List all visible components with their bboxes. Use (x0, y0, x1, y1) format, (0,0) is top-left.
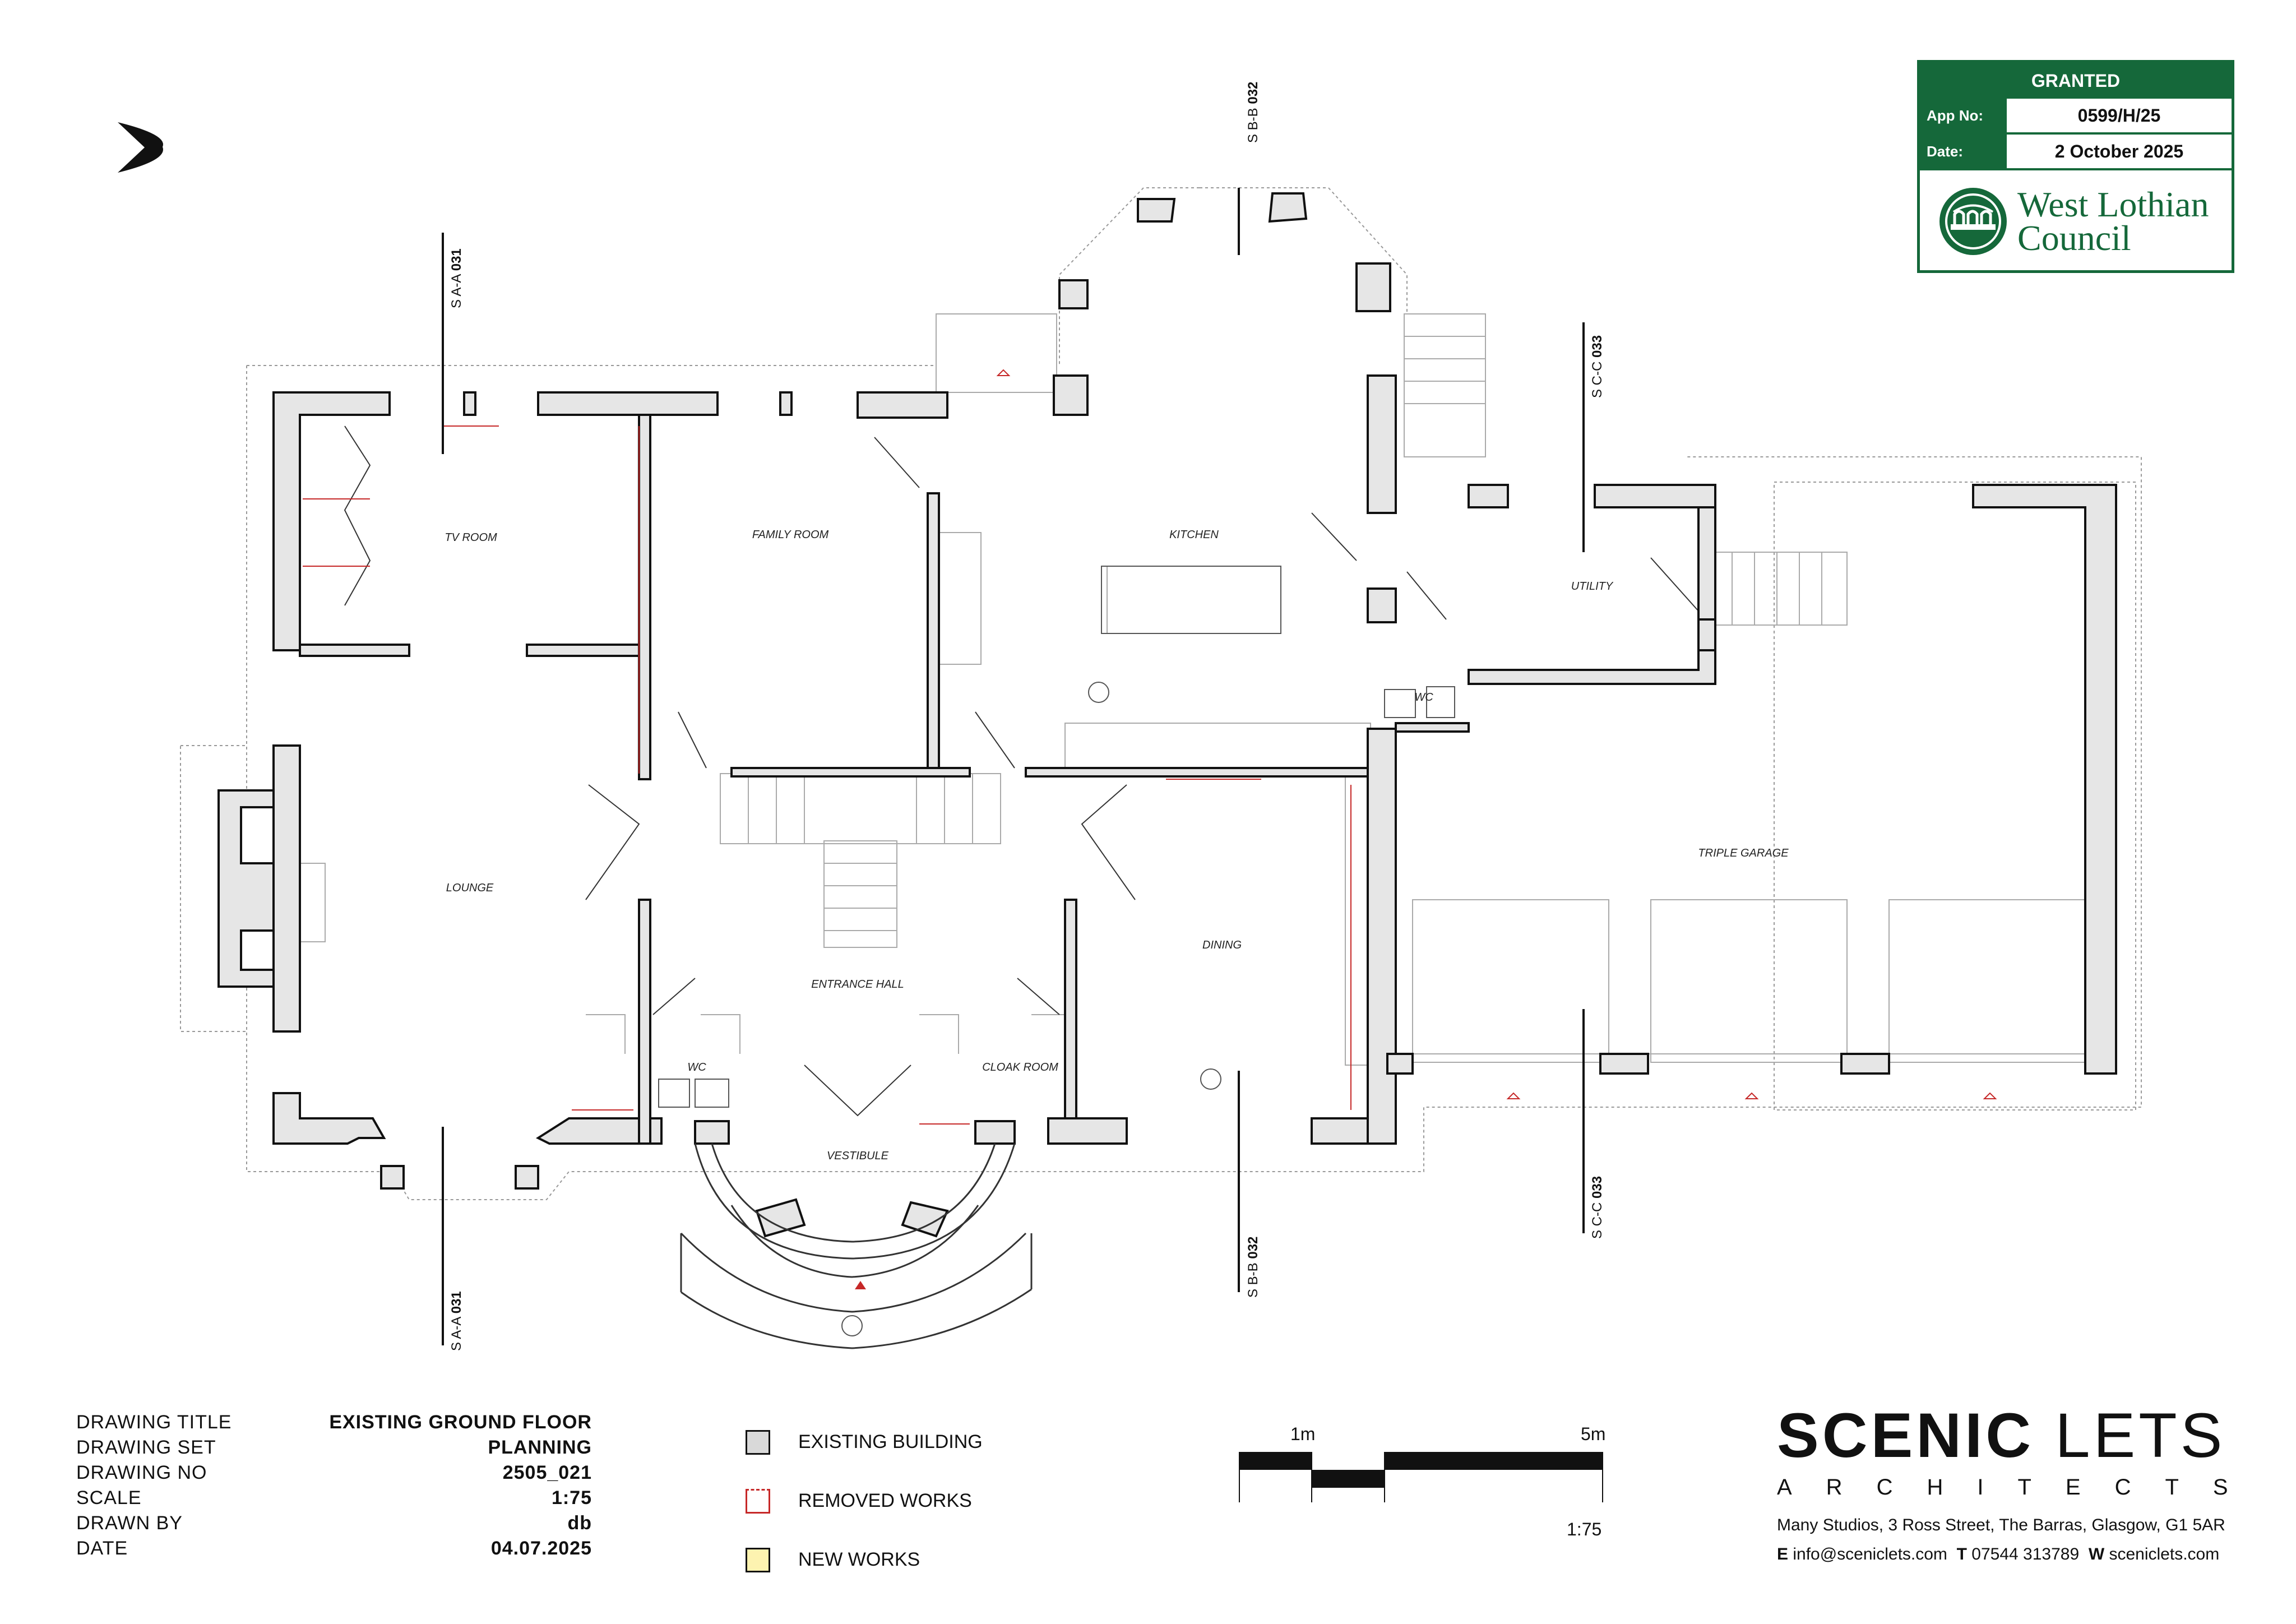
legend: EXISTING BUILDING REMOVED WORKS NEW WORK… (746, 1413, 983, 1589)
title-row-value: EXISTING GROUND FLOOR (329, 1412, 592, 1433)
stamp-app-no-row: App No: 0599/H/25 (1920, 99, 2232, 135)
title-row: SCALE 1:75 (76, 1487, 592, 1512)
legend-item-new: NEW WORKS (746, 1530, 983, 1589)
email-label: E (1777, 1545, 1789, 1563)
room-label-family-room: FAMILY ROOM (752, 529, 829, 541)
title-row: DRAWING NO 2505_021 (76, 1462, 592, 1487)
door-swings (344, 425, 1699, 1117)
title-row: DATE 04.07.2025 (76, 1538, 592, 1563)
brand-address: Many Studios, 3 Ross Street, The Barras,… (1777, 1516, 2225, 1534)
web-label: W (2088, 1545, 2105, 1563)
council-name-line1: West Lothian (2017, 184, 2209, 224)
title-row-label: DRAWN BY (76, 1512, 183, 1534)
stamp-app-no: 0599/H/25 (2077, 105, 2161, 126)
architect-brand: SCENIC LETS ARCHITECTS Many Studios, 3 R… (1777, 1404, 2242, 1564)
title-row-value: 2505_021 (502, 1462, 592, 1483)
room-label-wc-hall: WC (687, 1061, 706, 1074)
title-block: DRAWING TITLE EXISTING GROUND FLOOR DRAW… (76, 1412, 592, 1563)
brand-name: SCENIC LETS (1777, 1404, 2242, 1467)
legend-item-existing: EXISTING BUILDING (746, 1413, 983, 1472)
title-row: DRAWING SET PLANNING (76, 1437, 592, 1462)
email-link[interactable]: info@sceniclets.com (1793, 1545, 1947, 1563)
edge-lines (240, 313, 2086, 1066)
section-a-bottom-label: S A-A 031 (449, 1291, 464, 1351)
legend-swatch-new (746, 1547, 770, 1572)
room-label-triple-garage: TRIPLE GARAGE (1698, 847, 1789, 859)
title-row-value: db (567, 1512, 592, 1534)
room-label-dining: DINING (1202, 939, 1242, 951)
brand-name-bold: SCENIC (1777, 1400, 2035, 1470)
section-c-top-label: S C-C 033 (1590, 335, 1605, 398)
north-arrow-icon (118, 122, 163, 173)
phone-label: T (1956, 1545, 1967, 1563)
title-row-value: 1:75 (551, 1487, 592, 1509)
brand-contact: E info@sceniclets.com T 07544 313789 W s… (1777, 1545, 2242, 1564)
title-row-value: 04.07.2025 (490, 1538, 592, 1559)
title-row-label: DRAWING NO (76, 1462, 207, 1483)
section-a-top-label: S A-A 031 (449, 248, 464, 308)
title-row: DRAWING TITLE EXISTING GROUND FLOOR (76, 1412, 592, 1437)
legend-label: REMOVED WORKS (798, 1490, 972, 1511)
room-label-utility: UTILITY (1571, 580, 1614, 593)
title-row-label: DRAWING TITLE (76, 1412, 232, 1433)
room-label-lounge: LOUNGE (446, 882, 494, 894)
title-row-value: PLANNING (488, 1437, 592, 1458)
scale-end-label: 5m (1581, 1424, 1606, 1444)
scale-ratio: 1:75 (1567, 1519, 1602, 1539)
stamp-date: 2 October 2025 (2054, 141, 2184, 161)
council-crest-icon (1939, 188, 2007, 255)
stamp-date-label: Date: (1920, 135, 2007, 168)
legend-label: EXISTING BUILDING (798, 1431, 983, 1452)
vestibule-steps (680, 1143, 1033, 1349)
section-c-bottom-label: S C-C 033 (1590, 1176, 1605, 1239)
title-row-label: DRAWING SET (76, 1437, 216, 1458)
council-logo: West Lothian Council (1920, 170, 2232, 272)
room-label-kitchen: KITCHEN (1169, 529, 1219, 541)
section-lines (442, 188, 1585, 1345)
stamp-date-row: Date: 2 October 2025 (1920, 135, 2232, 170)
room-label-vestibule: VESTIBULE (827, 1150, 889, 1162)
stamp-app-no-label: App No: (1920, 99, 2007, 132)
title-row-label: DATE (76, 1538, 128, 1559)
removed-works (303, 369, 1997, 1125)
brand-subtitle: ARCHITECTS (1777, 1475, 2262, 1500)
brand-name-light: LETS (2055, 1400, 2226, 1470)
scale-start-label: 1m (1290, 1424, 1316, 1444)
section-b-bottom-label: S B-B 032 (1246, 1237, 1261, 1298)
legend-swatch-existing (746, 1429, 770, 1455)
legend-item-removed: REMOVED WORKS (746, 1472, 983, 1530)
scale-bar-graphic (1239, 1452, 1603, 1502)
legend-swatch-removed (746, 1488, 770, 1514)
phone-number: 07544 313789 (1971, 1545, 2080, 1563)
title-row: DRAWN BY db (76, 1512, 592, 1538)
room-label-cloak-room: CLOAK ROOM (982, 1061, 1058, 1074)
stamp-status: GRANTED (1920, 63, 2232, 99)
room-label-tv-room: TV ROOM (445, 531, 497, 544)
web-link[interactable]: sceniclets.com (2109, 1545, 2220, 1563)
section-b-top-label: S B-B 032 (1246, 82, 1261, 143)
scale-bar: 1m 5m 1:75 (1239, 1424, 1631, 1558)
title-row-label: SCALE (76, 1487, 142, 1509)
room-label-entrance-hall: ENTRANCE HALL (811, 978, 904, 991)
fittings (658, 566, 1455, 1336)
room-label-wc-kitchen: WC (1414, 691, 1433, 704)
approval-stamp: GRANTED App No: 0599/H/25 Date: 2 Octobe… (1917, 60, 2234, 273)
legend-label: NEW WORKS (798, 1549, 920, 1570)
walls (217, 192, 2117, 1238)
council-name-line2: Council (2017, 218, 2131, 258)
